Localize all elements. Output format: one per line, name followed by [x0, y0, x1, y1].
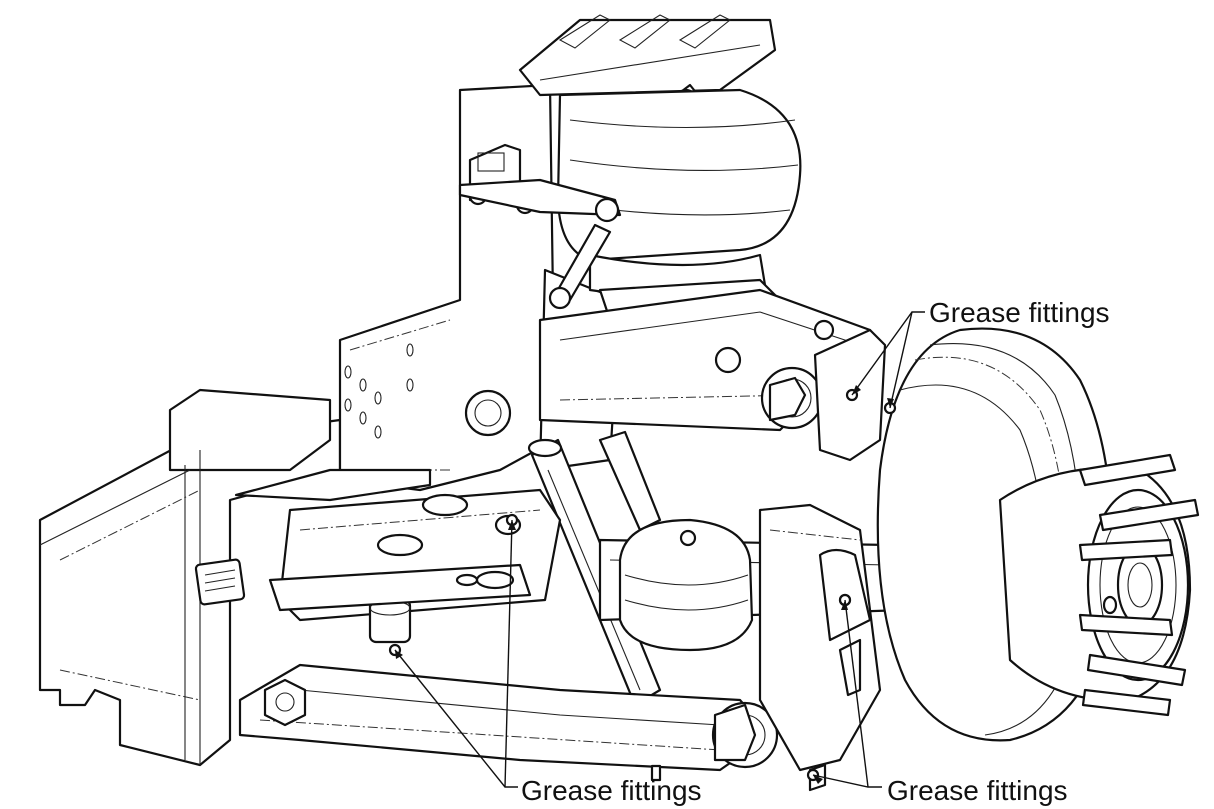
callout-label-top-right: Grease fittings	[929, 297, 1110, 328]
lower-axle-seat	[268, 488, 562, 644]
brake-drum	[876, 327, 1200, 742]
shock-absorber	[527, 430, 662, 707]
height-control-valve	[458, 143, 622, 310]
frame-rail	[38, 388, 342, 767]
callout-label-bottom-right: Grease fittings	[887, 775, 1068, 806]
leader-lines	[394, 311, 925, 788]
trailing-arm	[238, 663, 779, 782]
cross-member	[538, 288, 887, 462]
callout-label-bottom-center: Grease fittings	[521, 775, 702, 806]
